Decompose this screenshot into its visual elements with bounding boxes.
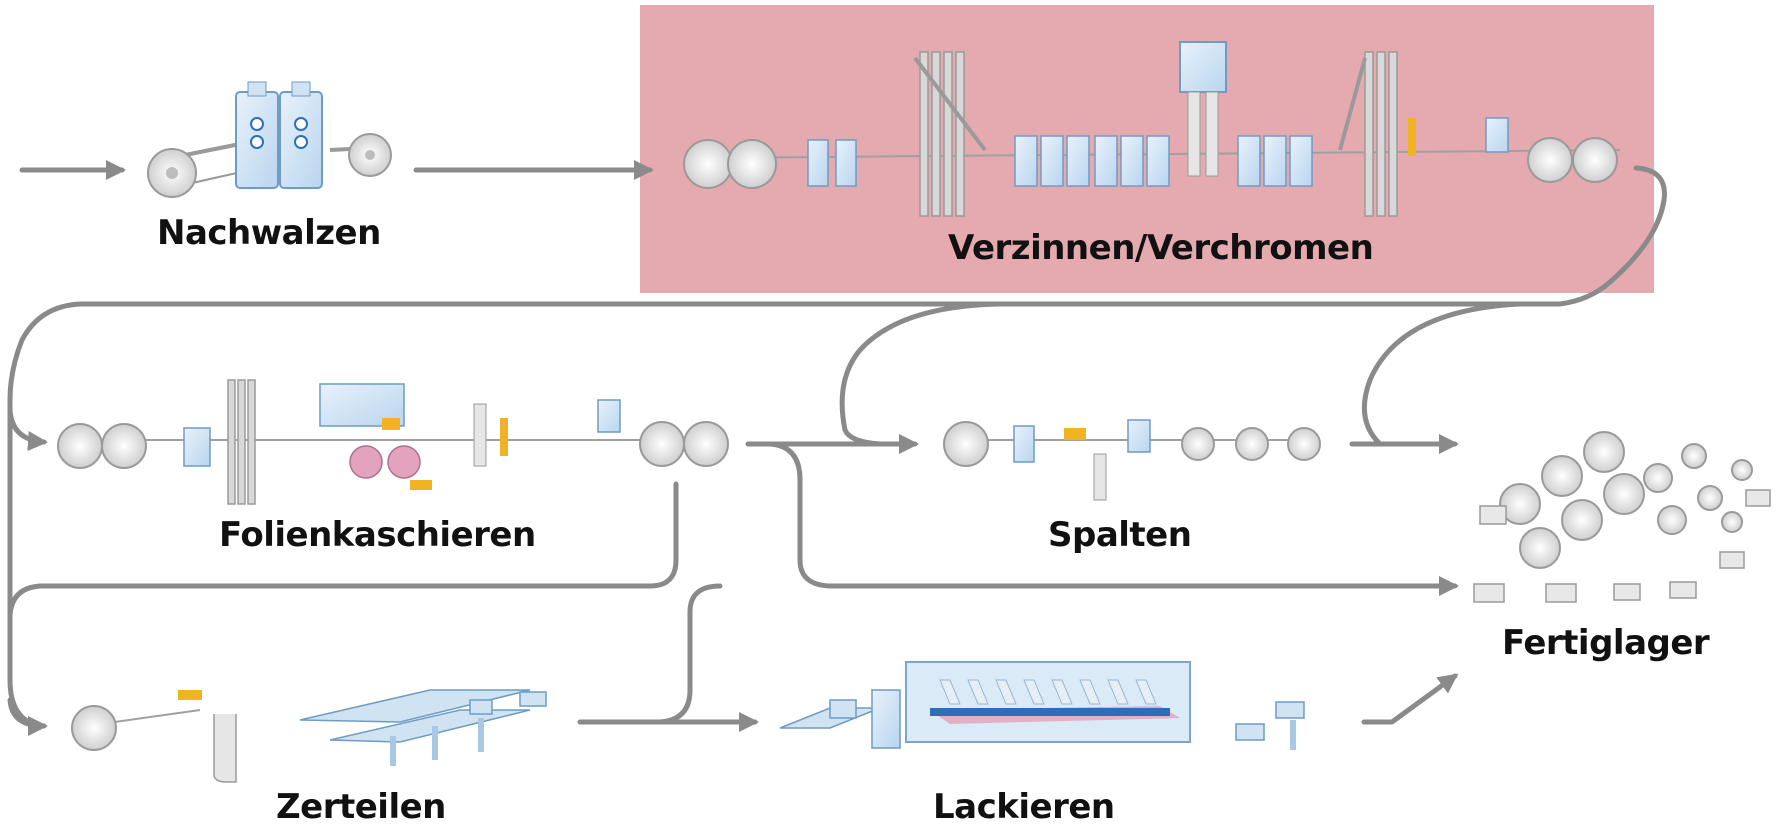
flow-line-zerteilen-up <box>657 583 723 725</box>
sheet-stacks <box>299 689 547 743</box>
spalten-machine <box>943 419 1321 501</box>
machine-unit-icon <box>183 427 211 467</box>
lackieren-machine <box>779 661 1305 750</box>
steel-coil-icon <box>57 423 103 469</box>
steel-coil-icon <box>1541 455 1583 497</box>
sheet-packs <box>1473 489 1771 603</box>
flow-line-to-spalten <box>839 301 1003 447</box>
steel-coil-icon <box>683 421 729 467</box>
folien-tower <box>227 379 256 505</box>
machine-unit-icon <box>597 399 621 433</box>
flow-line-folien-to-fertig <box>767 441 1403 589</box>
machine-unit-icon <box>871 689 901 749</box>
flow-arrow-icon <box>7 697 48 736</box>
label-fertiglager: Fertiglager <box>1502 623 1710 663</box>
machine-unit-icon <box>1485 117 1509 153</box>
flow-line-folien-loop <box>7 481 679 618</box>
steel-coil-icon <box>1287 427 1321 461</box>
machine-unit-icon <box>1127 419 1151 453</box>
coil-stack <box>1499 431 1753 569</box>
flow-lines <box>7 160 1667 736</box>
label-nachwalzen: Nachwalzen <box>157 213 381 253</box>
fertiglager-storage <box>1473 431 1771 603</box>
flow-line-to-fertiglager <box>1361 301 1523 447</box>
steel-coil-icon <box>683 139 733 189</box>
laminating-roll-icon <box>387 445 421 479</box>
verzinnen-machine <box>683 41 1621 217</box>
flow-arrow-icon <box>1361 673 1459 725</box>
steel-coil-icon <box>727 139 777 189</box>
steel-coil-icon <box>1499 483 1541 525</box>
steel-coil-icon <box>1583 431 1625 473</box>
steel-coil-icon <box>1721 511 1743 533</box>
steel-coil-icon <box>639 421 685 467</box>
plating-tanks-1 <box>1014 135 1170 187</box>
steel-coil-icon <box>943 421 989 467</box>
machine-unit-icon <box>319 383 405 427</box>
machine-unit-icon <box>835 139 857 187</box>
flow-line-verzinnen-exit <box>1507 165 1667 307</box>
steel-coil-icon <box>1519 527 1561 569</box>
steel-coil-icon <box>71 705 117 751</box>
machine-unit-icon <box>1179 41 1227 93</box>
steel-coil-icon <box>1697 485 1723 511</box>
zerteilen-machine <box>71 689 547 783</box>
steel-coil-icon <box>1603 473 1645 515</box>
steel-coil-icon <box>1731 459 1753 481</box>
looper-tower-1 <box>919 51 965 217</box>
label-lackieren: Lackieren <box>933 787 1115 827</box>
looper-tower-2 <box>1364 51 1398 217</box>
flow-line-return-left <box>7 301 1523 729</box>
steel-coil-icon <box>1181 427 1215 461</box>
paint-strip <box>930 708 1170 716</box>
machine-unit-icon <box>807 139 829 187</box>
label-verzinnen-verchromen: Verzinnen/Verchromen <box>948 228 1374 268</box>
nachwalzen-machine <box>147 81 392 198</box>
steel-coil-icon <box>1681 443 1707 469</box>
steel-coil-icon <box>1572 137 1618 183</box>
steel-coil-icon <box>1527 137 1573 183</box>
flow-arrow-icon <box>7 407 48 451</box>
laminating-roll-icon <box>349 445 383 479</box>
steel-coil-icon <box>1235 427 1269 461</box>
steel-coil-icon <box>1561 499 1603 541</box>
label-spalten: Spalten <box>1048 515 1192 555</box>
steel-coil-icon <box>1643 463 1673 493</box>
plating-tanks-2 <box>1237 135 1313 187</box>
steel-coil-icon <box>1657 505 1687 535</box>
machine-unit-icon <box>1013 425 1035 463</box>
label-folienkaschieren: Folienkaschieren <box>219 515 536 555</box>
label-zerteilen: Zerteilen <box>276 787 446 827</box>
steel-coil-icon <box>101 423 147 469</box>
folienkaschieren-machine <box>57 379 729 505</box>
